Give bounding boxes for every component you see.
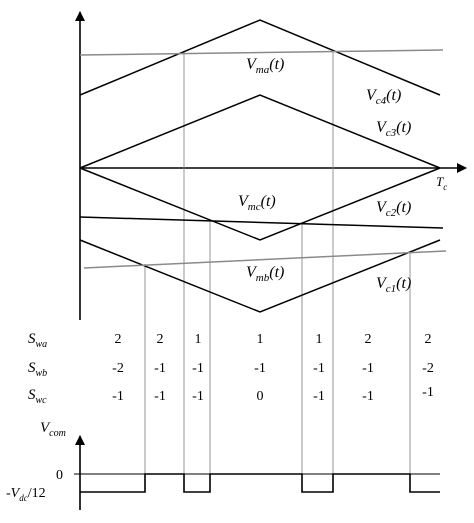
label-vc4: Vc4(t): [366, 87, 401, 107]
row-label-swb: Swb: [28, 360, 47, 379]
label-vc3: Vc3(t): [376, 119, 411, 139]
swa-value: 1: [257, 332, 264, 347]
row-label-swc: Swc: [28, 387, 47, 406]
swb-value: -2: [112, 361, 124, 376]
carrier-vc1-line: [79, 239, 441, 313]
swc-value: -1: [112, 389, 124, 404]
swb-value: -1: [362, 361, 374, 376]
swb-value: -2: [422, 361, 434, 376]
swc-value: -1: [422, 385, 434, 400]
swa-value: 1: [316, 332, 323, 347]
swb-value: -1: [313, 361, 325, 376]
carrier-vc3-line: [79, 94, 441, 169]
modulating-vma-line: [79, 49, 444, 56]
modulating-vmc-line: [79, 216, 444, 229]
vcom-axis-label: Vcom: [40, 420, 66, 439]
vcom-waveform: [80, 473, 440, 493]
swb-value: -1: [192, 361, 204, 376]
swa-value: 1: [195, 332, 202, 347]
swb-value: -1: [254, 361, 266, 376]
swc-value: -1: [192, 389, 204, 404]
carrier-vc2-line: [79, 167, 441, 241]
swa-value: 2: [115, 332, 122, 347]
swb-value: -1: [154, 361, 166, 376]
label-tc: Tc: [436, 174, 447, 192]
swc-value: -1: [313, 389, 325, 404]
swa-value: 2: [365, 332, 372, 347]
swc-value: -1: [154, 389, 166, 404]
swa-value: 2: [157, 332, 164, 347]
swa-value: 2: [425, 332, 432, 347]
swc-value: 0: [257, 389, 264, 404]
label-vc2: Vc2(t): [376, 199, 411, 219]
row-label-swa: Swa: [28, 331, 47, 350]
vcom-zero-label: 0: [56, 468, 63, 483]
vcom-negative-label: -Vdc/12: [6, 486, 46, 503]
label-vc1: Vc1(t): [376, 275, 411, 295]
label-vmb: Vmb(t): [246, 264, 284, 284]
carrier-vc4-line: [79, 19, 441, 96]
swc-value: -1: [362, 389, 374, 404]
modulating-vmb-line: [83, 250, 447, 269]
label-vmc: Vmc(t): [238, 193, 276, 213]
switch-table: Swa Swb Swc 2 2 1 1 1 2 2 -2 -1 -1 -1 -1…: [28, 331, 434, 406]
label-vma: Vma(t): [246, 56, 284, 76]
